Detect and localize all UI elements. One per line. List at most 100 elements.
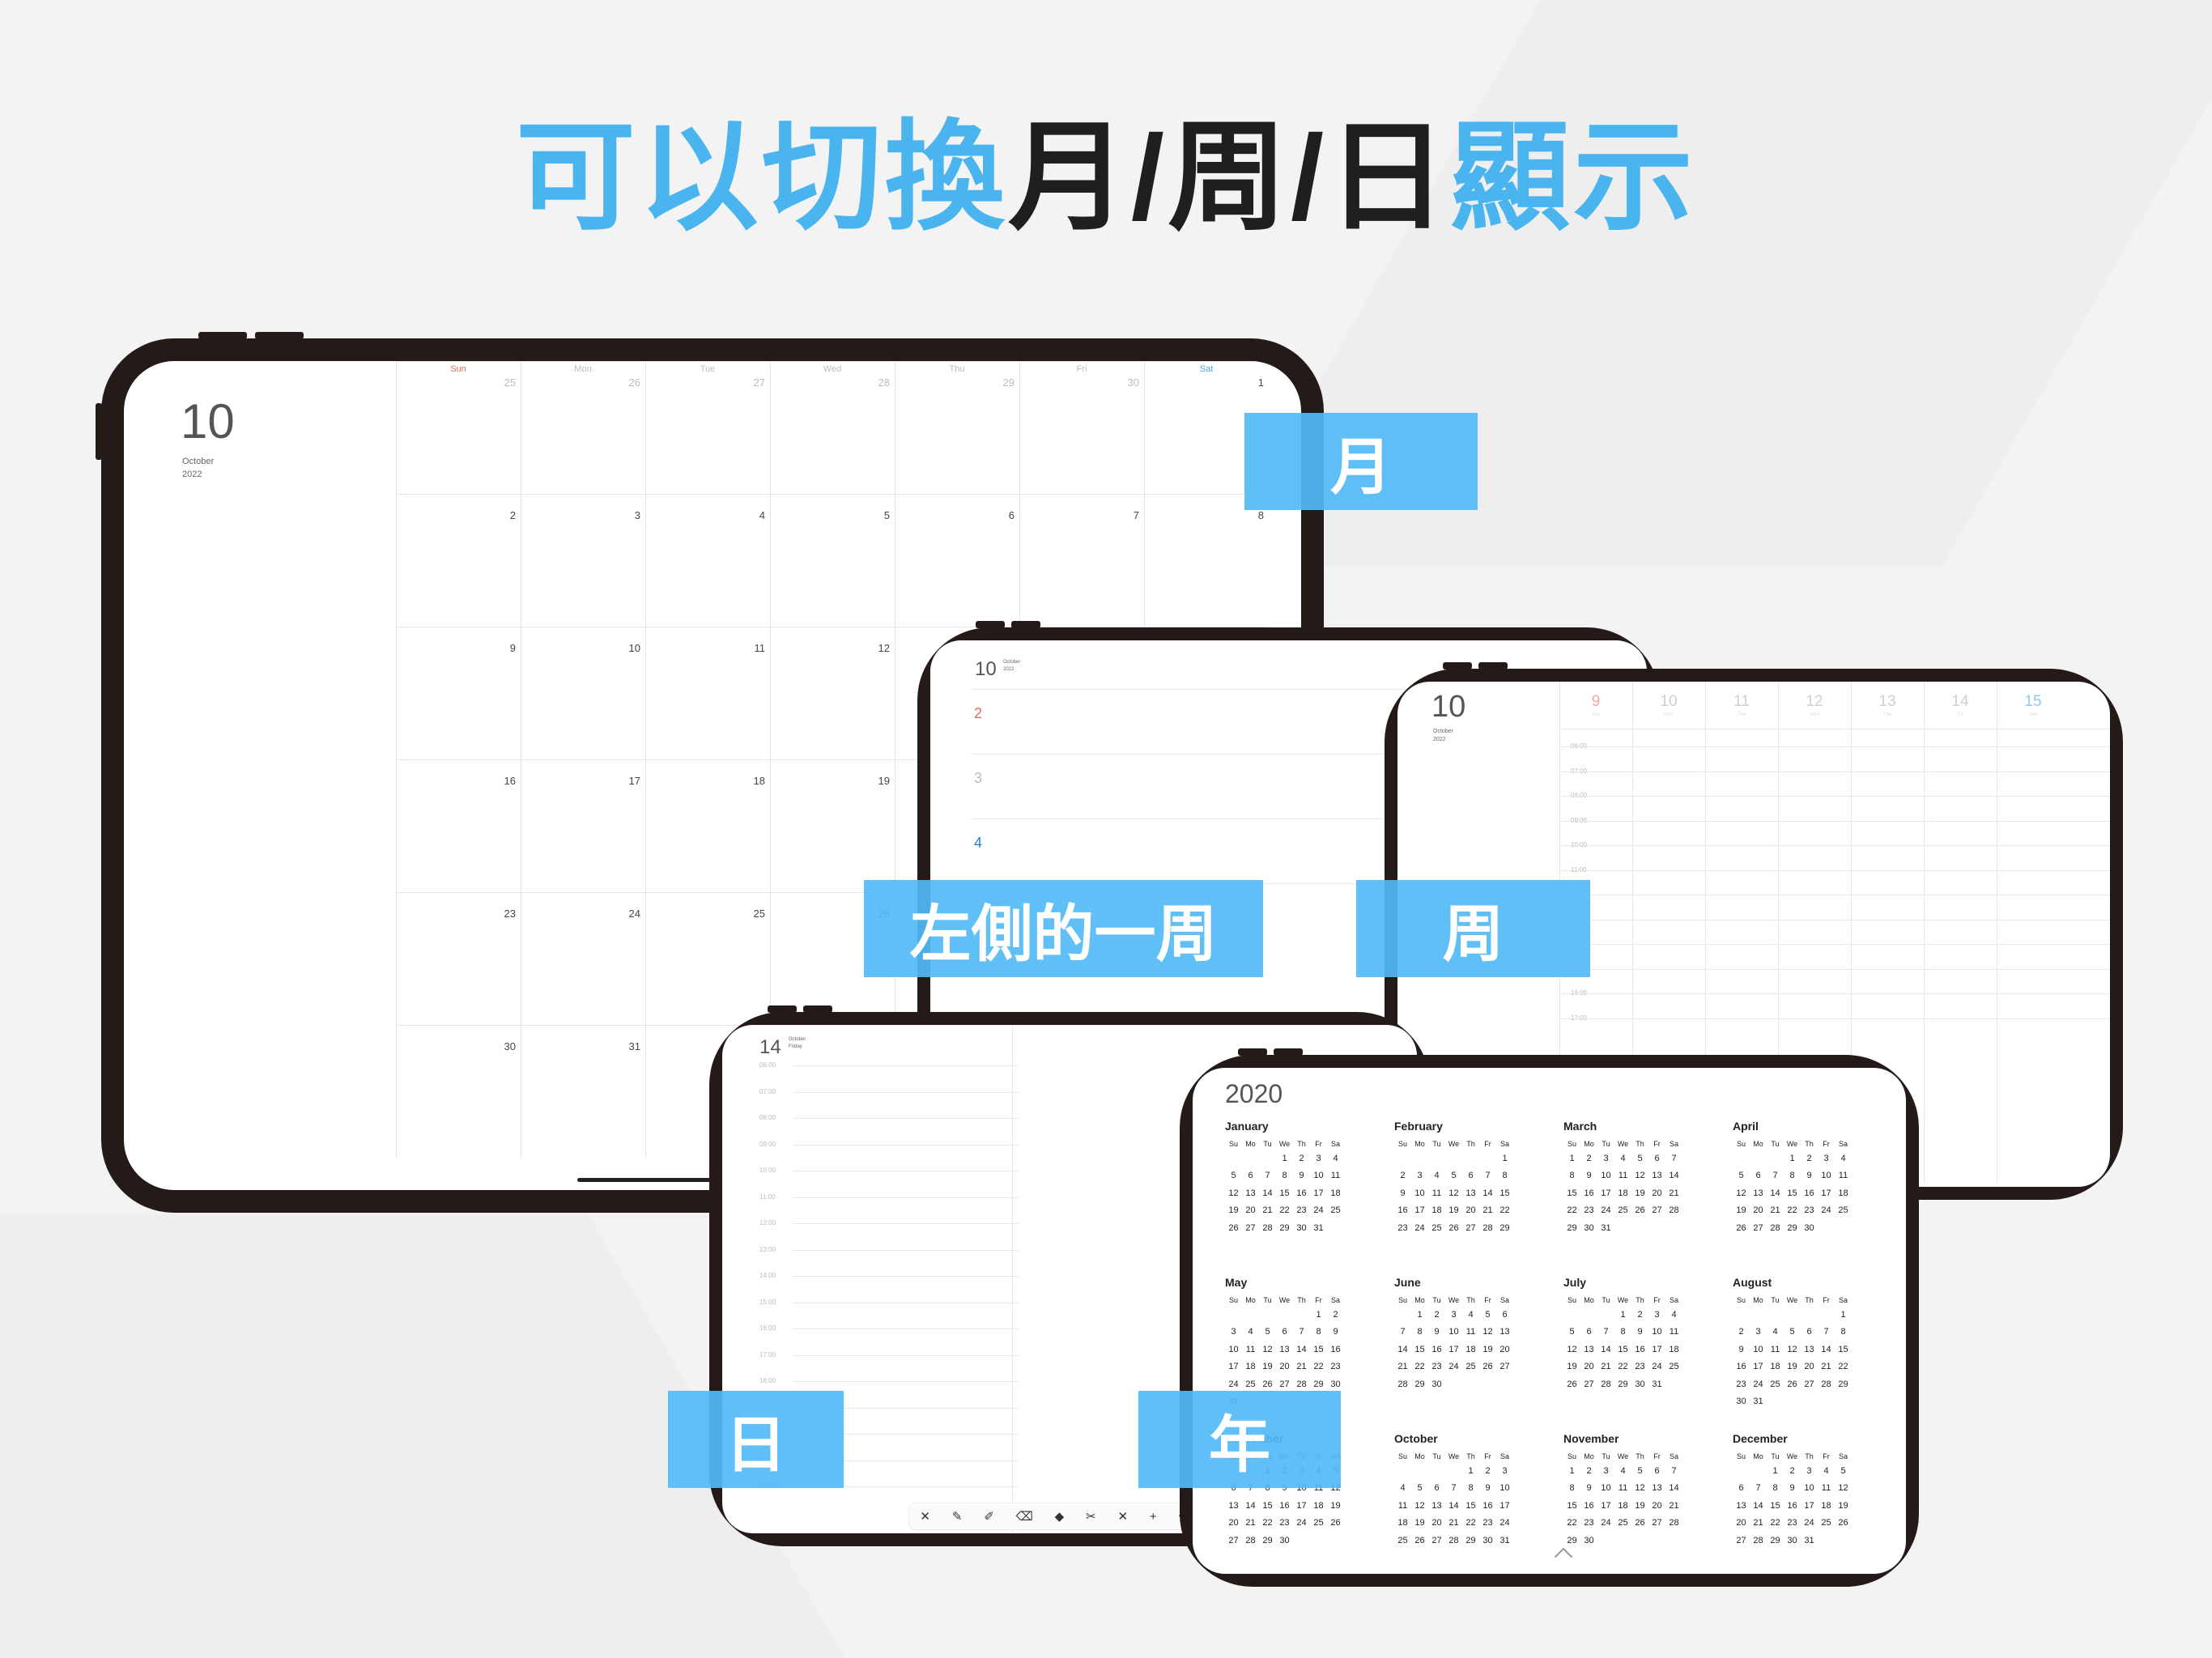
year-day[interactable]: 1 <box>1417 1309 1423 1320</box>
day-cell[interactable]: 3 <box>521 494 645 627</box>
year-day[interactable]: 4 <box>1823 1465 1829 1476</box>
year-day[interactable]: 8 <box>1265 1483 1270 1494</box>
year-day[interactable]: 19 <box>1567 1362 1577 1372</box>
year-day[interactable]: 8 <box>1620 1327 1626 1337</box>
year-day[interactable]: 30 <box>1635 1379 1645 1389</box>
year-day[interactable]: 2 <box>1485 1465 1491 1476</box>
year-day[interactable]: 29 <box>1770 1535 1780 1545</box>
year-day[interactable]: 17 <box>1652 1344 1662 1354</box>
year-day[interactable]: 24 <box>1601 1518 1611 1528</box>
year-day[interactable]: 6 <box>1434 1483 1440 1494</box>
toolbar-tool-icon[interactable]: ✕ <box>1117 1510 1129 1524</box>
year-day[interactable]: 6 <box>1806 1327 1812 1337</box>
year-day[interactable]: 7 <box>1265 1171 1270 1181</box>
year-day[interactable]: 14 <box>1448 1500 1459 1511</box>
year-day[interactable]: 21 <box>1482 1205 1493 1216</box>
year-day[interactable]: 9 <box>1637 1327 1643 1337</box>
year-day[interactable]: 16 <box>1431 1344 1442 1354</box>
year-day[interactable]: 10 <box>1313 1171 1324 1181</box>
year-day[interactable]: 6 <box>1468 1171 1474 1181</box>
year-day[interactable]: 6 <box>1654 1153 1660 1163</box>
year-day[interactable]: 20 <box>1652 1188 1662 1198</box>
year-day[interactable]: 22 <box>1567 1205 1577 1216</box>
year-day[interactable]: 9 <box>1586 1483 1592 1494</box>
year-day[interactable]: 15 <box>1567 1188 1577 1198</box>
year-day[interactable]: 1 <box>1569 1465 1575 1476</box>
year-day[interactable]: 25 <box>1618 1205 1628 1216</box>
year-day[interactable]: 17 <box>1499 1500 1510 1511</box>
year-day[interactable]: 2 <box>1333 1309 1338 1320</box>
day-cell[interactable]: 24 <box>521 892 645 1025</box>
year-day[interactable]: 8 <box>1417 1327 1423 1337</box>
year-day[interactable]: 12 <box>1787 1344 1797 1354</box>
year-day[interactable]: 5 <box>1637 1465 1643 1476</box>
year-day[interactable]: 11 <box>1397 1500 1408 1511</box>
year-day[interactable]: 29 <box>1279 1222 1290 1233</box>
year-day[interactable]: 9 <box>1299 1171 1304 1181</box>
year-day[interactable]: 19 <box>1262 1362 1273 1372</box>
year-day[interactable]: 19 <box>1635 1188 1645 1198</box>
year-day[interactable]: 14 <box>1245 1500 1256 1511</box>
year-day[interactable]: 20 <box>1736 1518 1746 1528</box>
year-day[interactable]: 25 <box>1397 1535 1408 1545</box>
year-day[interactable]: 16 <box>1804 1188 1814 1198</box>
year-day[interactable]: 19 <box>1330 1500 1341 1511</box>
year-day[interactable]: 22 <box>1279 1205 1290 1216</box>
year-day[interactable]: 12 <box>1482 1327 1493 1337</box>
year-day[interactable]: 3 <box>1451 1309 1457 1320</box>
year-day[interactable]: 17 <box>1313 1188 1324 1198</box>
year-day[interactable]: 7 <box>1451 1483 1457 1494</box>
year-day[interactable]: 25 <box>1465 1362 1476 1372</box>
year-day[interactable]: 22 <box>1787 1205 1797 1216</box>
year-day[interactable]: 7 <box>1772 1171 1778 1181</box>
year-day[interactable]: 6 <box>1502 1309 1508 1320</box>
year-day[interactable]: 10 <box>1652 1327 1662 1337</box>
year-day[interactable]: 15 <box>1499 1188 1510 1198</box>
year-day[interactable]: 14 <box>1296 1344 1307 1354</box>
year-day[interactable]: 15 <box>1567 1500 1577 1511</box>
year-day[interactable]: 23 <box>1482 1518 1493 1528</box>
year-day[interactable]: 2 <box>1586 1153 1592 1163</box>
year-day[interactable]: 11 <box>1330 1171 1341 1181</box>
year-day[interactable]: 12 <box>1448 1188 1459 1198</box>
year-day[interactable]: 23 <box>1787 1518 1797 1528</box>
year-day[interactable]: 18 <box>1465 1344 1476 1354</box>
year-day[interactable]: 2 <box>1400 1171 1406 1181</box>
year-day[interactable]: 9 <box>1485 1483 1491 1494</box>
year-day[interactable]: 1 <box>1282 1153 1287 1163</box>
year-day[interactable]: 26 <box>1262 1379 1273 1389</box>
day-cell[interactable]: 12 <box>770 627 895 759</box>
year-day[interactable]: 20 <box>1804 1362 1814 1372</box>
year-day[interactable]: 29 <box>1313 1379 1324 1389</box>
year-day[interactable]: 10 <box>1753 1344 1763 1354</box>
year-day[interactable]: 31 <box>1804 1535 1814 1545</box>
year-day[interactable]: 30 <box>1296 1222 1307 1233</box>
year-day[interactable]: 30 <box>1787 1535 1797 1545</box>
year-day[interactable]: 15 <box>1262 1500 1273 1511</box>
year-day[interactable]: 8 <box>1282 1171 1287 1181</box>
year-day[interactable]: 6 <box>1231 1483 1236 1494</box>
year-day[interactable]: 27 <box>1245 1222 1256 1233</box>
toolbar-tool-icon[interactable]: + <box>1149 1509 1157 1524</box>
year-day[interactable]: 25 <box>1770 1379 1780 1389</box>
year-day[interactable]: 23 <box>1330 1362 1341 1372</box>
year-day[interactable]: 18 <box>1770 1362 1780 1372</box>
year-day[interactable]: 28 <box>1669 1205 1679 1216</box>
year-day[interactable]: 24 <box>1313 1205 1324 1216</box>
year-day[interactable]: 9 <box>1400 1188 1406 1198</box>
year-day[interactable]: 13 <box>1228 1500 1239 1511</box>
year-day[interactable]: 20 <box>1584 1362 1594 1372</box>
year-day[interactable]: 15 <box>1838 1344 1848 1354</box>
toolbar-tool-icon[interactable]: ✎ <box>951 1510 963 1524</box>
year-day[interactable]: 25 <box>1618 1518 1628 1528</box>
year-day[interactable]: 15 <box>1279 1188 1290 1198</box>
year-day[interactable]: 28 <box>1397 1379 1408 1389</box>
year-day[interactable]: 1 <box>1620 1309 1626 1320</box>
year-day[interactable]: 5 <box>1738 1171 1744 1181</box>
year-day[interactable]: 9 <box>1434 1327 1440 1337</box>
day-cell[interactable]: 19 <box>770 759 895 892</box>
year-day[interactable]: 14 <box>1770 1188 1780 1198</box>
year-day[interactable]: 27 <box>1499 1362 1510 1372</box>
year-day[interactable]: 21 <box>1753 1518 1763 1528</box>
year-day[interactable]: 24 <box>1448 1362 1459 1372</box>
